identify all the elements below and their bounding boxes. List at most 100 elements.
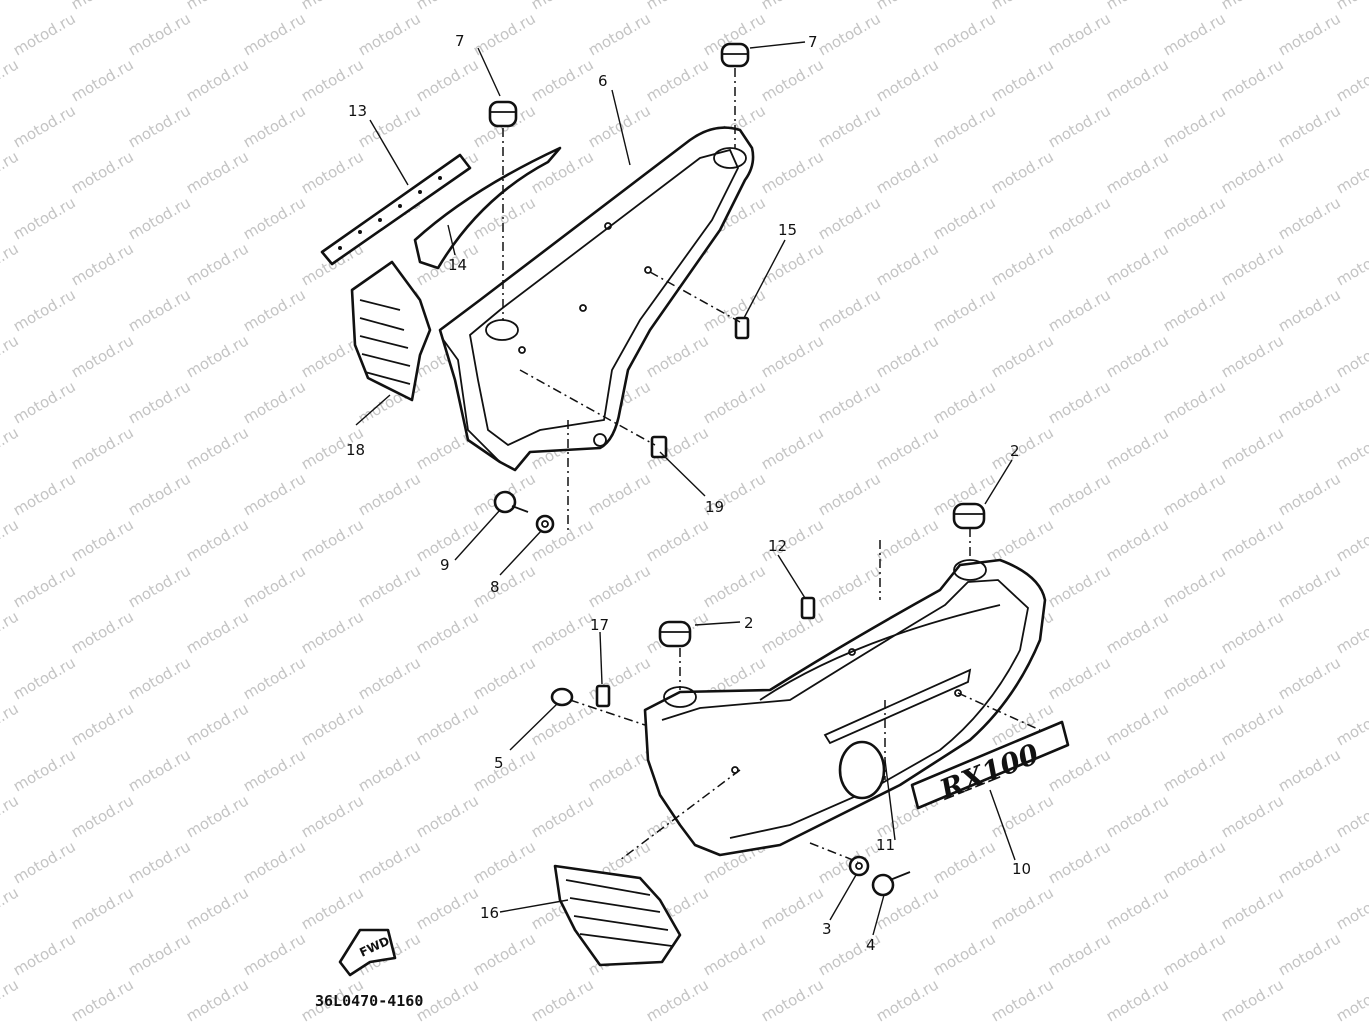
watermark-text: motod.ru	[1275, 9, 1344, 59]
watermark-text: motod.ru	[1103, 0, 1172, 13]
watermark-text: motod.ru	[758, 331, 827, 381]
watermark-text: motod.ru	[0, 147, 22, 197]
callout-15: 15	[778, 221, 797, 239]
watermark-text: motod.ru	[988, 55, 1057, 105]
watermark-text: motod.ru	[183, 699, 252, 749]
watermark-text: motod.ru	[68, 975, 137, 1025]
callout-6: 6	[598, 72, 608, 90]
watermark-text: motod.ru	[1160, 929, 1229, 979]
watermark-text: motod.ru	[1160, 561, 1229, 611]
watermark-text: motod.ru	[643, 331, 712, 381]
watermark-text: motod.ru	[585, 653, 654, 703]
watermark-text: motod.ru	[1045, 377, 1114, 427]
watermark-text: motod.ru	[298, 515, 367, 565]
watermark-text: motod.ru	[413, 0, 482, 13]
watermark-text: motod.ru	[413, 55, 482, 105]
watermark-text: motod.ru	[1333, 147, 1369, 197]
watermark-text: motod.ru	[528, 607, 597, 657]
watermark-text: motod.ru	[125, 745, 194, 795]
watermark-text: motod.ru	[1218, 515, 1287, 565]
watermark-text: motod.ru	[0, 423, 22, 473]
watermark-text: motod.ru	[470, 745, 539, 795]
watermark-text: motod.ru	[240, 285, 309, 335]
watermark-text: motod.ru	[873, 423, 942, 473]
watermark-text: motod.ru	[68, 0, 137, 13]
grommet-7a	[488, 100, 518, 128]
callout-18: 18	[346, 441, 365, 459]
watermark-text: motod.ru	[125, 469, 194, 519]
watermark-text: motod.ru	[0, 239, 22, 289]
watermark-text: motod.ru	[1218, 975, 1287, 1025]
watermark-text: motod.ru	[240, 101, 309, 151]
watermark-text: motod.ru	[125, 193, 194, 243]
watermark-text: motod.ru	[10, 101, 79, 151]
watermark-text: motod.ru	[1160, 285, 1229, 335]
watermark-text: motod.ru	[1045, 193, 1114, 243]
watermark-text: motod.ru	[1045, 469, 1114, 519]
watermark-text: motod.ru	[873, 55, 942, 105]
watermark-text: motod.ru	[0, 883, 22, 933]
watermark-text: motod.ru	[988, 791, 1057, 841]
diagram-code: 36L0470-4160	[315, 992, 423, 1010]
pad-14	[413, 146, 562, 270]
watermark-text: motod.ru	[68, 607, 137, 657]
fwd-arrow: FWD	[338, 928, 397, 977]
watermark-text: motod.ru	[413, 699, 482, 749]
watermark-text: motod.ru	[0, 55, 22, 105]
watermark-text: motod.ru	[585, 101, 654, 151]
watermark-text: motod.ru	[68, 515, 137, 565]
watermark-text: motod.ru	[1103, 791, 1172, 841]
watermark-text: motod.ru	[413, 607, 482, 657]
watermark-text: motod.ru	[988, 331, 1057, 381]
watermark-text: motod.ru	[0, 791, 22, 841]
watermark-text: motod.ru	[183, 0, 252, 13]
watermark-text: motod.ru	[758, 147, 827, 197]
watermark-text: motod.ru	[1218, 423, 1287, 473]
washer-5	[550, 687, 574, 707]
watermark-text: motod.ru	[68, 239, 137, 289]
callout-2a: 2	[744, 614, 754, 632]
watermark-text: motod.ru	[68, 55, 137, 105]
watermark-text: motod.ru	[240, 469, 309, 519]
watermark-text: motod.ru	[1045, 561, 1114, 611]
watermark-text: motod.ru	[298, 607, 367, 657]
watermark-text: motod.ru	[1045, 837, 1114, 887]
watermark-text: motod.ru	[10, 653, 79, 703]
callout-2b: 2	[1010, 442, 1020, 460]
watermark-text: motod.ru	[988, 0, 1057, 13]
watermark-text: motod.ru	[873, 331, 942, 381]
watermark-text: motod.ru	[815, 469, 884, 519]
watermark-text: motod.ru	[10, 285, 79, 335]
watermark-text: motod.ru	[0, 607, 22, 657]
watermark-text: motod.ru	[125, 561, 194, 611]
watermark-text: motod.ru	[240, 837, 309, 887]
watermark-text: motod.ru	[988, 975, 1057, 1025]
watermark-text: motod.ru	[10, 377, 79, 427]
watermark-text: motod.ru	[355, 653, 424, 703]
watermark-text: motod.ru	[183, 883, 252, 933]
watermark-text: motod.ru	[1045, 101, 1114, 151]
watermark-text: motod.ru	[355, 9, 424, 59]
watermark-text: motod.ru	[1103, 607, 1172, 657]
watermark-text: motod.ru	[758, 423, 827, 473]
watermark-text: motod.ru	[1160, 377, 1229, 427]
watermark-text: motod.ru	[1218, 699, 1287, 749]
watermark-text: motod.ru	[1160, 9, 1229, 59]
watermark-text: motod.ru	[298, 0, 367, 13]
watermark-text: motod.ru	[68, 147, 137, 197]
watermark-text: motod.ru	[1275, 653, 1344, 703]
watermark-text: motod.ru	[1045, 929, 1114, 979]
bolt-4	[871, 871, 911, 897]
callout-12: 12	[768, 537, 787, 555]
watermark-text: motod.ru	[1333, 975, 1369, 1025]
watermark-text: motod.ru	[1333, 699, 1369, 749]
watermark-text: motod.ru	[873, 0, 942, 13]
front-vent-16	[553, 864, 682, 967]
watermark-text: motod.ru	[1103, 55, 1172, 105]
watermark-text: motod.ru	[183, 55, 252, 105]
watermark-text: motod.ru	[585, 561, 654, 611]
watermark-text: motod.ru	[1333, 791, 1369, 841]
watermark-text: motod.ru	[988, 239, 1057, 289]
watermark-text: motod.ru	[873, 147, 942, 197]
